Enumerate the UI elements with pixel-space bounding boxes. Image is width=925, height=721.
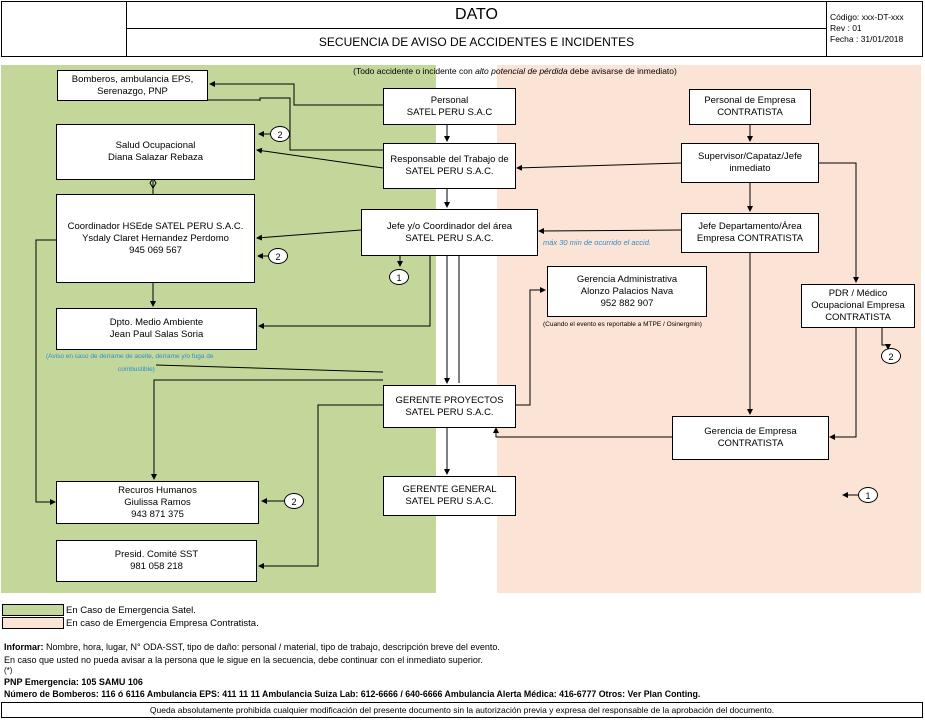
gerencia-admin-phone: 952 882 907 xyxy=(600,297,654,309)
salud-line2: Diana Salazar Rebaza xyxy=(107,152,204,163)
circle-1-jefe: 1 xyxy=(389,269,409,285)
box-jefe-area: Jefe y/o Coordinador del área SATEL PERU… xyxy=(361,209,538,256)
personal-empresa-line2: CONTRATISTA xyxy=(717,107,783,118)
top-note-italic: alto potencial de pérdida xyxy=(475,66,568,76)
max30-note: máx 30 min de ocurrido el accid. xyxy=(543,238,651,247)
gerente-general-line2: SATEL PERU S.A.C. xyxy=(405,496,494,507)
comite-line1: Presid. Comité SST xyxy=(114,549,199,560)
box-supervisor: Supervisor/Capataz/Jefe inmediato xyxy=(681,143,819,183)
box-personal: Personal SATEL PERU S.A.C xyxy=(383,88,516,125)
top-note-post: debe avisarse de inmediato) xyxy=(567,66,677,76)
box-medio-ambiente: Dpto. Medio Ambiente Jean Paul Salas Sor… xyxy=(56,308,257,350)
circle-2-salud: 2 xyxy=(270,126,290,142)
aviso-note-2: combustible) xyxy=(118,366,155,373)
pdr-line3: CONTRATISTA xyxy=(825,312,891,323)
box-coordinador: Coordinador HSEde SATEL PERU S.A.C. Ysda… xyxy=(56,194,255,283)
document-meta: Código: xxx-DT-xxx Rev : 01 Fecha : 31/0… xyxy=(830,12,904,45)
medio-ambiente-line2: Jean Paul Salas Soria xyxy=(109,329,204,340)
codigo-text: Código: xxx-DT-xxx xyxy=(830,12,904,22)
box-pdr: PDR / Médico Ocupacional Empresa CONTRAT… xyxy=(801,284,915,328)
jefe-depto-line1: Jefe Departamento/Área xyxy=(698,221,802,232)
box-rrhh: Recuros Humanos Giulissa Ramos 943 871 3… xyxy=(56,481,259,524)
logo-area xyxy=(1,1,127,57)
box-responsable: Responsable del Trabajo de SATEL PERU S.… xyxy=(383,143,516,189)
box-comite: Presid. Comité SST 981 058 218 xyxy=(56,540,257,582)
responsable-line1: Responsable del Trabajo de xyxy=(390,154,509,165)
footer-bomberos: Número de Bomberos: 116 ó 6116 Ambulanci… xyxy=(4,689,701,699)
supervisor-line2: inmediato xyxy=(729,163,771,174)
jefe-depto-line2: Empresa CONTRATISTA xyxy=(696,233,804,244)
coordinador-line2: Ysdaly Claret Hernandez Perdomo xyxy=(82,232,229,244)
pdr-line1: PDR / Médico xyxy=(828,288,888,299)
footer-caso: En caso que usted no pueda avisar a la p… xyxy=(4,655,483,665)
rrhh-phone: 943 871 375 xyxy=(131,508,184,520)
footer-asterisk: (*) xyxy=(4,666,13,675)
gerencia-empresa-line1: Gerencia de Empresa xyxy=(704,426,797,437)
footer-prohibida: Queda absolutamente prohibida cualquier … xyxy=(1,702,923,718)
responsable-line2: SATEL PERU S.A.C. xyxy=(405,166,494,177)
supervisor-line1: Supervisor/Capataz/Jefe xyxy=(697,151,803,162)
box-bomberos: Bomberos, ambulancia EPS, Serenazgo, PNP xyxy=(57,70,208,101)
gerente-proyectos-line2: SATEL PERU S.A.C. xyxy=(405,406,494,418)
legend-green-text: En Caso de Emergencia Satel. xyxy=(66,605,196,616)
personal-line2: SATEL PERU S.A.C xyxy=(406,106,493,118)
informar-label: Informar: xyxy=(4,642,44,652)
circle-2-pdr: 2 xyxy=(881,348,901,364)
document-subtitle: SECUENCIA DE AVISO DE ACCIDENTES E INCID… xyxy=(127,29,827,57)
medio-ambiente-line1: Dpto. Medio Ambiente xyxy=(109,317,204,328)
box-gerencia-empresa: Gerencia de Empresa CONTRATISTA xyxy=(672,416,829,460)
bomberos-line2: Serenazgo, PNP xyxy=(97,85,168,97)
legend-peach-swatch xyxy=(2,617,64,629)
box-gerencia-admin: Gerencia Administrativa Alonzo Palacios … xyxy=(547,266,707,317)
rev-text: Rev : 01 xyxy=(830,23,862,33)
personal-empresa-line1: Personal de Empresa xyxy=(704,95,796,106)
box-gerente-proyectos: GERENTE PROYECTOS SATEL PERU S.A.C. xyxy=(383,385,516,428)
box-jefe-depto: Jefe Departamento/Área Empresa CONTRATIS… xyxy=(681,213,819,253)
coordinador-line1: Coordinador HSEde SATEL PERU S.A.C. xyxy=(67,220,244,232)
jefe-area-line1: Jefe y/o Coordinador del área xyxy=(386,220,513,232)
legend-peach-text: En caso de Emergencia Empresa Contratist… xyxy=(66,618,259,629)
top-note-pre: (Todo accidente o incidente con xyxy=(353,66,476,76)
informar-text: Nombre, hora, lugar, N° ODA-SST, tipo de… xyxy=(43,642,500,652)
rrhh-line2: Giulissa Ramos xyxy=(124,496,191,508)
document-title: DATO xyxy=(127,1,827,29)
coordinador-phone: 945 069 567 xyxy=(129,244,182,256)
top-note: (Todo accidente o incidente con alto pot… xyxy=(300,66,730,76)
pdr-line2: Ocupacional Empresa xyxy=(811,300,905,311)
bomberos-line1: Bomberos, ambulancia EPS, xyxy=(71,73,194,85)
header-frame xyxy=(1,1,923,57)
box-salud: Salud Ocupacional Diana Salazar Rebaza xyxy=(56,124,255,180)
gerencia-empresa-line2: CONTRATISTA xyxy=(717,438,784,449)
circle-1-right: 1 xyxy=(858,487,878,503)
circle-2-coordinador: 2 xyxy=(268,248,288,264)
box-personal-empresa: Personal de Empresa CONTRATISTA xyxy=(689,89,811,125)
aviso-note-1: (Aviso en caso de derrame de aceite, der… xyxy=(46,353,214,360)
footer-pnp: PNP Emergencia: 105 SAMU 106 xyxy=(4,677,143,687)
legend-green-swatch xyxy=(2,604,64,616)
jefe-area-line2: SATEL PERU S.A.C. xyxy=(405,232,494,244)
comite-phone: 981 058 218 xyxy=(130,561,183,572)
gerencia-admin-line2: Alonzo Palacios Nava xyxy=(580,285,674,297)
reportable-note: (Cuando el evento es reportable a MTPE /… xyxy=(543,321,702,328)
box-gerente-general: GERENTE GENERAL SATEL PERU S.A.C. xyxy=(383,476,516,516)
circle-2-rrhh: 2 xyxy=(284,493,304,509)
salud-line1: Salud Ocupacional xyxy=(115,140,196,151)
rrhh-line1: Recuros Humanos xyxy=(118,484,197,496)
footer-informar: Informar: Nombre, hora, lugar, N° ODA-SS… xyxy=(4,642,500,652)
gerente-proyectos-line1: GERENTE PROYECTOS xyxy=(395,394,504,406)
gerencia-admin-line1: Gerencia Administrativa xyxy=(576,273,678,285)
gerente-general-line1: GERENTE GENERAL xyxy=(402,484,497,495)
fecha-text: Fecha : 31/01/2018 xyxy=(830,34,904,44)
personal-line1: Personal xyxy=(430,94,469,106)
